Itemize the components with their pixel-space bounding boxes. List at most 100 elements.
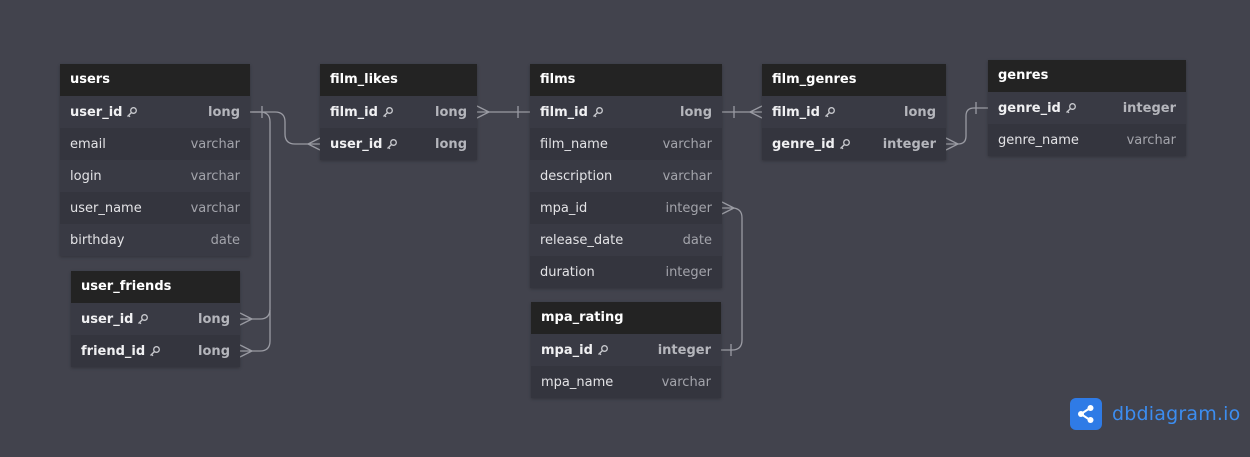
column-name: genre_id: [998, 101, 1077, 116]
column-type: integer: [882, 136, 936, 152]
column-type: integer: [657, 342, 711, 358]
key-icon: [149, 345, 161, 357]
column-name-text: login: [70, 168, 102, 184]
column-type: integer: [665, 264, 712, 280]
key-icon: [1065, 102, 1077, 114]
column-name-text: user_id: [81, 311, 134, 327]
column-name: film_id: [772, 105, 836, 120]
column-name-text: genre_id: [772, 136, 835, 152]
table-header[interactable]: genres: [988, 60, 1186, 92]
table-header[interactable]: films: [530, 64, 722, 96]
column-name-text: user_id: [330, 136, 383, 152]
column-name: film_name: [540, 137, 608, 152]
brand-logo-link[interactable]: dbdiagram.io: [1070, 398, 1240, 430]
column-type: long: [198, 311, 230, 327]
column-name-text: genre_name: [998, 132, 1079, 148]
column-name-text: mpa_id: [541, 342, 593, 358]
column-name: duration: [540, 265, 595, 280]
column-name: genre_name: [998, 133, 1079, 148]
column-type: long: [435, 136, 467, 152]
table-column-row[interactable]: login varchar: [60, 160, 250, 192]
column-name: description: [540, 169, 612, 184]
column-name-text: birthday: [70, 232, 125, 248]
column-name-text: duration: [540, 264, 595, 280]
many-marker: [239, 344, 254, 358]
table-column-row[interactable]: duration integer: [530, 256, 722, 288]
column-name-text: mpa_name: [541, 374, 614, 390]
column-type: varchar: [662, 168, 712, 184]
table-column-row[interactable]: birthday date: [60, 224, 250, 256]
table-header[interactable]: film_likes: [320, 64, 477, 96]
column-name: login: [70, 169, 102, 184]
column-name-text: friend_id: [81, 343, 146, 359]
table-header[interactable]: mpa_rating: [531, 302, 721, 334]
many-marker: [748, 105, 763, 119]
key-icon: [137, 313, 149, 325]
rel-films-mpa-rating: [721, 207, 743, 351]
key-icon: [382, 106, 394, 118]
table-header[interactable]: users: [60, 64, 250, 96]
column-name: mpa_name: [541, 375, 613, 390]
column-type: integer: [665, 200, 712, 216]
many-marker: [239, 312, 254, 326]
rel-film-genres-genres: [946, 107, 988, 145]
table-header[interactable]: user_friends: [71, 271, 240, 303]
table-column-row[interactable]: user_id long: [71, 303, 240, 335]
column-type: varchar: [190, 200, 240, 216]
column-name-text: mpa_id: [540, 200, 588, 216]
column-name: mpa_id: [540, 201, 587, 216]
table-film-genres[interactable]: film_genres film_id long genre_id integer: [762, 64, 946, 160]
table-header[interactable]: film_genres: [762, 64, 946, 96]
column-name: friend_id: [81, 344, 161, 359]
column-name: mpa_id: [541, 343, 609, 358]
column-type: date: [210, 232, 240, 248]
column-type: varchar: [190, 168, 240, 184]
table-column-row[interactable]: user_name varchar: [60, 192, 250, 224]
column-name: birthday: [70, 233, 124, 248]
table-column-row[interactable]: mpa_id integer: [530, 192, 722, 224]
many-marker: [721, 201, 736, 215]
column-name-text: release_date: [540, 232, 624, 248]
rel-users-film-likes: [250, 111, 320, 145]
key-icon: [386, 138, 398, 150]
share-nodes-icon: [1070, 398, 1102, 430]
column-type: long: [680, 104, 712, 120]
column-name: user_id: [81, 312, 149, 327]
column-name: user_name: [70, 201, 142, 216]
column-name: user_id: [330, 137, 398, 152]
brand-name: dbdiagram.io: [1112, 403, 1241, 425]
table-column-row[interactable]: user_id long: [320, 128, 477, 160]
column-name: genre_id: [772, 137, 851, 152]
column-type: date: [682, 232, 712, 248]
key-icon: [592, 106, 604, 118]
table-column-row[interactable]: genre_id integer: [762, 128, 946, 160]
column-type: varchar: [190, 136, 240, 152]
table-column-row[interactable]: release_date date: [530, 224, 722, 256]
column-type: long: [904, 104, 936, 120]
column-type: varchar: [662, 136, 712, 152]
table-column-row[interactable]: film_name varchar: [530, 128, 722, 160]
table-column-row[interactable]: film_id long: [762, 96, 946, 128]
column-name-text: film_name: [540, 136, 608, 152]
table-column-row[interactable]: genre_id integer: [988, 92, 1186, 124]
column-name: user_id: [70, 105, 138, 120]
column-type: integer: [1122, 100, 1176, 116]
table-column-row[interactable]: description varchar: [530, 160, 722, 192]
key-icon: [597, 344, 609, 356]
column-name-text: description: [540, 168, 613, 184]
table-column-row[interactable]: mpa_id integer: [531, 334, 721, 366]
